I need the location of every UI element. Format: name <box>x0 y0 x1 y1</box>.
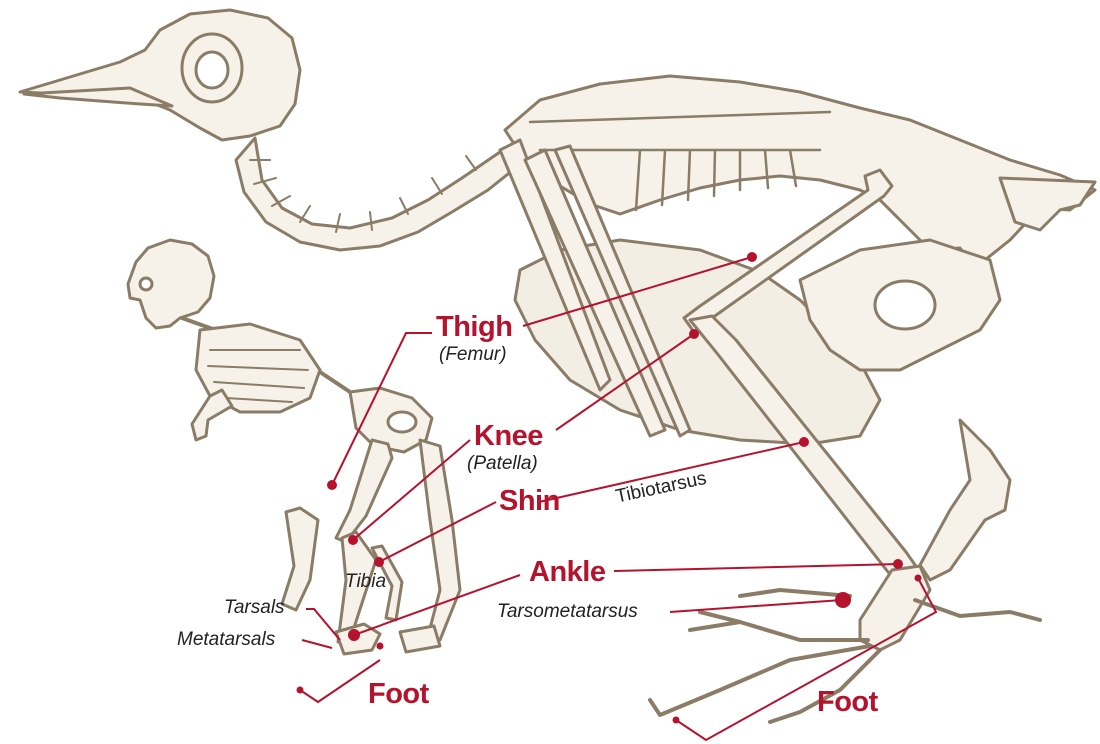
dot-ankle-human <box>348 629 360 641</box>
label-knee: Knee <box>474 422 543 451</box>
label-shin: Shin <box>499 487 560 516</box>
dot-knee-bird <box>689 329 699 339</box>
leader-ankle-bird <box>614 564 898 571</box>
leader-tarsometatarsus <box>670 600 842 612</box>
label-foot-bird: Foot <box>817 688 878 717</box>
bird-fibula <box>920 420 1010 580</box>
human-thigh-back <box>282 508 318 610</box>
dot-foot-human-bottom <box>297 687 304 694</box>
dot-tarsometatarsus <box>835 592 851 608</box>
bird-skull <box>20 10 300 140</box>
human-femur <box>336 440 392 542</box>
human-arm <box>192 390 232 440</box>
dot-foot-human-top <box>377 643 384 650</box>
bird-neck <box>236 138 520 250</box>
bird-tail <box>1000 178 1095 230</box>
dot-shin-human <box>374 557 384 567</box>
dot-foot-bird-left <box>673 717 680 724</box>
label-tibia: Tibia <box>345 572 386 591</box>
dot-shin-bird <box>799 437 809 447</box>
leader-metatarsals <box>302 640 332 648</box>
human-skeleton <box>128 240 460 654</box>
label-foot-human: Foot <box>368 680 429 709</box>
human-pelvis-hole <box>388 412 416 432</box>
bird-toe-1 <box>690 612 868 640</box>
label-tarsometatarsus: Tarsometatarsus <box>497 602 638 621</box>
leader-tarsals <box>306 609 340 640</box>
label-tarsals: Tarsals <box>224 598 285 617</box>
human-eye-socket <box>140 278 152 290</box>
label-thigh: Thigh <box>436 313 512 342</box>
bird-hip-socket <box>875 281 935 329</box>
dot-foot-bird-right <box>915 575 922 582</box>
label-ankle: Ankle <box>529 558 605 587</box>
label-metatarsals: Metatarsals <box>177 630 275 649</box>
dot-ankle-bird <box>893 559 903 569</box>
dot-thigh-human <box>327 480 337 490</box>
bird-toe-5 <box>740 590 850 596</box>
bird-eye-inner <box>196 52 228 88</box>
human-foot-back <box>400 626 440 652</box>
label-femur: (Femur) <box>439 345 507 364</box>
dot-knee-human <box>348 535 358 545</box>
label-patella: (Patella) <box>467 454 538 473</box>
bird-toe-4 <box>915 600 1040 620</box>
dot-thigh-bird <box>747 252 757 262</box>
